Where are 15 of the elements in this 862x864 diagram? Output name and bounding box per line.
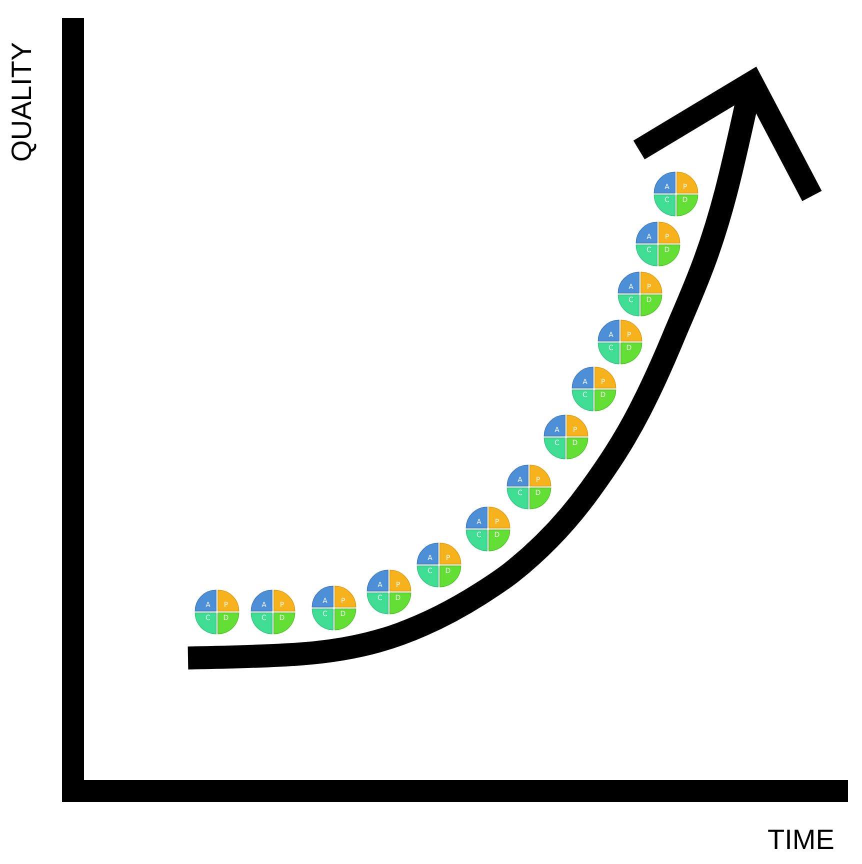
pdca-wheel <box>417 543 461 587</box>
pdca-wheel <box>598 320 642 364</box>
axis-label: TIME <box>768 824 834 856</box>
pdca-wheel <box>636 222 680 266</box>
pdca-wheel <box>312 586 356 630</box>
pdca-wheel <box>618 272 662 316</box>
axis-label: QUALITY <box>6 42 38 162</box>
pdca-wheel <box>195 590 239 634</box>
pdca-wheel <box>507 465 551 509</box>
pdca-wheel <box>654 172 698 216</box>
pdca-wheel <box>466 507 510 551</box>
pdca-wheel <box>367 570 411 614</box>
pdca-wheel <box>544 415 588 459</box>
pdca-wheel <box>572 367 616 411</box>
pdca-wheel <box>251 590 295 634</box>
